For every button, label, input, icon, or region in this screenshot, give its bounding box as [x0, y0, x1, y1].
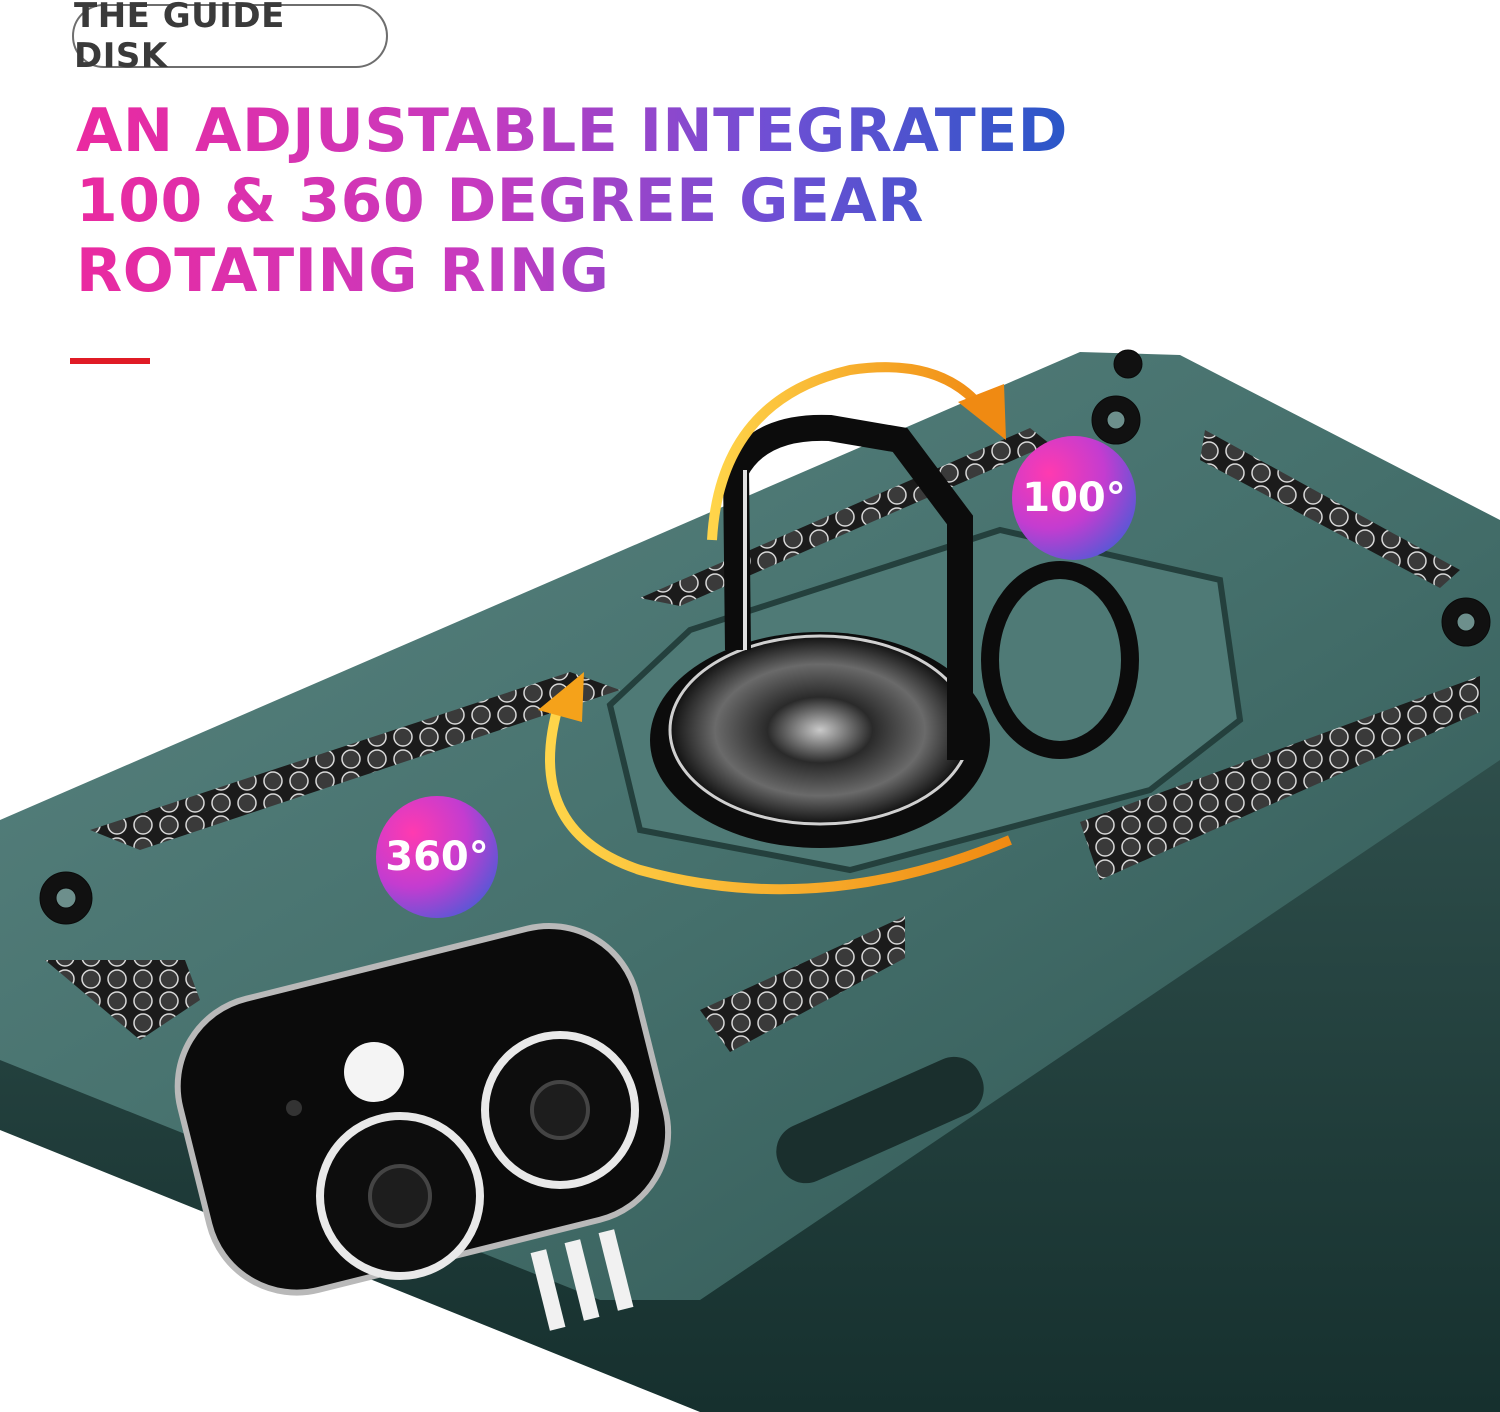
headline: AN ADJUSTABLE INTEGRATED 100 & 360 DEGRE… [76, 96, 1068, 306]
tilt-100-badge-text: 100° [1022, 475, 1126, 521]
arrow-head-icon [538, 672, 584, 722]
guide-disk-label: THE GUIDE DISK [72, 0, 388, 76]
grip-strip [700, 916, 905, 1052]
ring-loop [722, 414, 973, 760]
flash-icon [344, 1042, 404, 1102]
grip-strip [45, 960, 200, 1040]
grip-strip [1200, 430, 1460, 588]
accent-rule [70, 358, 150, 364]
rotate-360-badge-text: 360° [385, 834, 489, 880]
corner-vent [530, 1229, 634, 1331]
grip-strip [90, 672, 620, 850]
side-button [776, 1056, 984, 1184]
rotate-360-arrow [545, 698, 1012, 895]
headline-line-1: AN ADJUSTABLE INTEGRATED [76, 96, 1068, 166]
grip-strip [1080, 676, 1480, 880]
screw-icon [39, 349, 1491, 925]
tilt-100-badge: 100° [1012, 436, 1136, 560]
headline-line-2: 100 & 360 DEGREE GEAR [76, 166, 1068, 236]
tilt-100-arrow [707, 362, 995, 541]
arrow-head-icon [958, 384, 1006, 440]
rotate-360-badge: 360° [376, 796, 498, 918]
headline-line-3: ROTATING RING [76, 236, 1068, 306]
guide-disk-label-text: THE GUIDE DISK [74, 0, 285, 76]
